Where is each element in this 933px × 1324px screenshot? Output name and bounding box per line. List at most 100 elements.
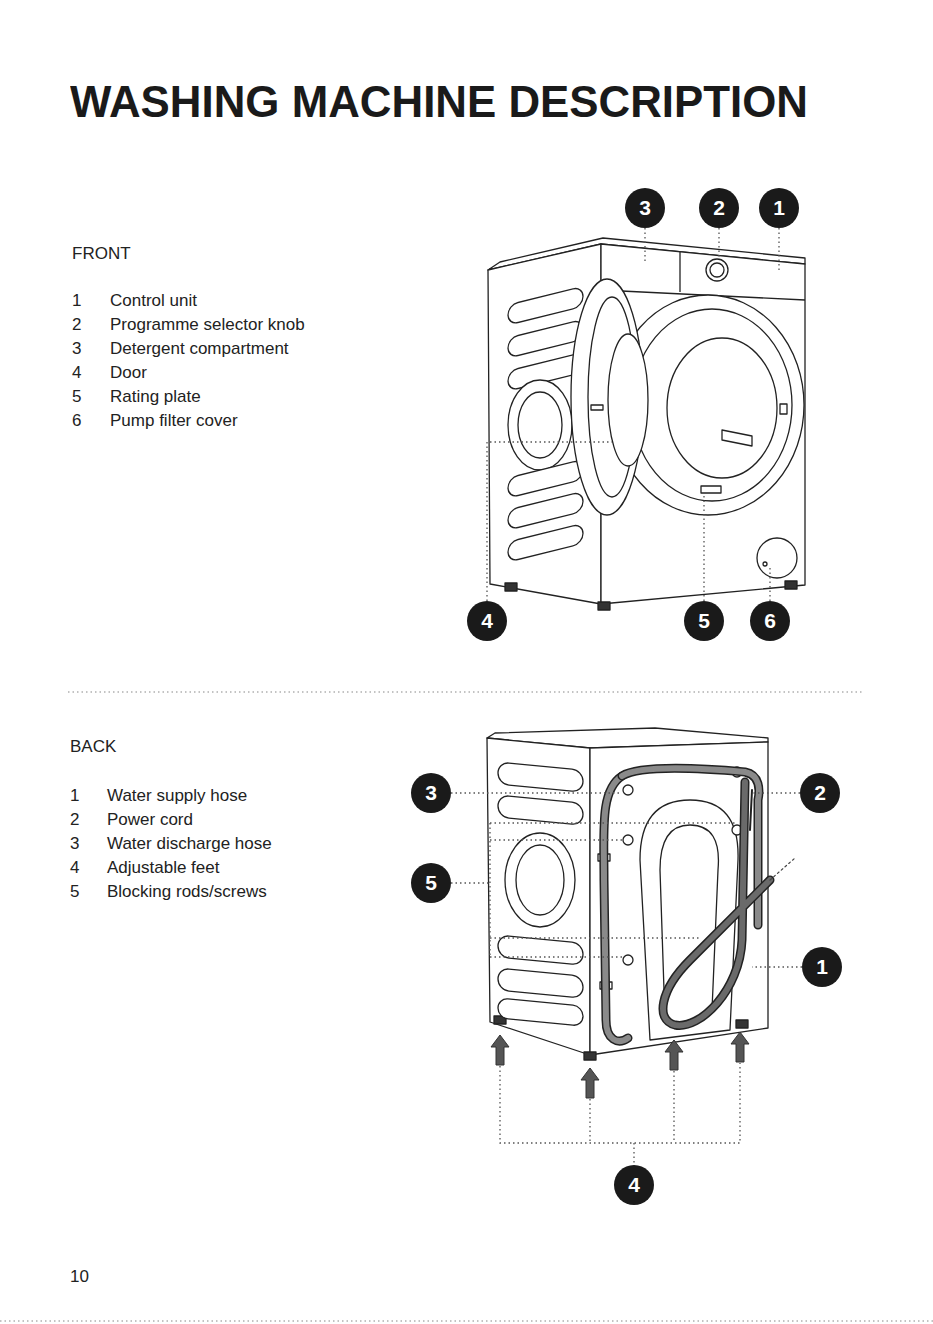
leader-line xyxy=(490,839,623,840)
part-name: Detergent compartment xyxy=(110,339,289,359)
machine-front xyxy=(601,244,805,604)
door-handle xyxy=(591,405,603,410)
leader-line xyxy=(500,1063,740,1143)
detergent-drawer xyxy=(679,252,680,292)
callout-circle xyxy=(684,601,724,641)
leader-line xyxy=(490,822,737,823)
callout-number-text: 5 xyxy=(684,601,724,641)
list-number: 2 xyxy=(70,810,79,830)
callout-number-text: 1 xyxy=(759,188,799,228)
leader-line xyxy=(769,565,770,601)
supply-hose xyxy=(663,782,770,1025)
foot xyxy=(505,583,517,591)
filter-cover-notch xyxy=(763,562,767,566)
callout-circle xyxy=(625,188,665,228)
list-number: 4 xyxy=(72,363,81,383)
page-title: WASHING MACHINE DESCRIPTION xyxy=(70,80,808,124)
back-panel xyxy=(640,800,738,1040)
foot xyxy=(785,581,797,589)
list-number: 5 xyxy=(70,882,79,902)
part-name: Door xyxy=(110,363,147,383)
part-name: Blocking rods/screws xyxy=(107,882,267,902)
callout-number-text: 4 xyxy=(614,1165,654,1205)
side-rib xyxy=(508,319,583,358)
page-edge xyxy=(0,1320,933,1321)
door-glass xyxy=(608,334,648,466)
callout-circle xyxy=(411,863,451,903)
part-name: Pump filter cover xyxy=(110,411,238,431)
callout-circle xyxy=(411,773,451,813)
side-rib xyxy=(498,762,583,792)
leader-line xyxy=(489,823,490,957)
power-cord xyxy=(750,790,752,830)
leader-line xyxy=(673,1071,674,1143)
drum-rim xyxy=(632,309,792,501)
leader-line xyxy=(451,882,490,883)
supply-hose-end xyxy=(770,858,795,880)
part-name: Water discharge hose xyxy=(107,834,272,854)
side-bulge xyxy=(505,833,575,927)
side-rib xyxy=(508,459,583,498)
part-name: Water supply hose xyxy=(107,786,247,806)
callout-number-text: 2 xyxy=(800,773,840,813)
side-rib xyxy=(498,795,583,825)
list-number: 1 xyxy=(70,786,79,806)
foot xyxy=(736,1020,748,1028)
leader-line xyxy=(490,937,700,938)
leader-line xyxy=(778,228,779,270)
list-number: 1 xyxy=(72,291,81,311)
side-rib xyxy=(508,523,583,562)
leader-line xyxy=(589,1099,590,1143)
drum-paddle xyxy=(722,430,752,446)
callout-circle xyxy=(750,601,790,641)
selector-knob xyxy=(706,259,728,281)
blocking-screw xyxy=(623,955,633,965)
callout-number-text: 6 xyxy=(750,601,790,641)
list-number: 4 xyxy=(70,858,79,878)
callout-number: 4 xyxy=(614,1165,654,1205)
leader-line xyxy=(451,792,620,793)
side-bulge xyxy=(508,380,572,470)
callout-circle xyxy=(802,947,842,987)
callout-number: 6 xyxy=(750,601,790,641)
callout-number: 3 xyxy=(625,188,665,228)
side-rib xyxy=(498,935,583,965)
leader-line xyxy=(752,966,802,967)
callout-number-text: 4 xyxy=(467,601,507,641)
foot-arrow xyxy=(665,1040,683,1070)
callout-circle xyxy=(759,188,799,228)
selector-knob-inner xyxy=(710,263,724,277)
callout-circle xyxy=(614,1165,654,1205)
section-heading: FRONT xyxy=(72,244,131,264)
part-name: Programme selector knob xyxy=(110,315,305,335)
page-number: 10 xyxy=(70,1267,89,1287)
blocking-screw xyxy=(623,835,633,845)
side-rib xyxy=(508,286,583,325)
side-rib xyxy=(498,968,583,998)
list-number: 3 xyxy=(72,339,81,359)
callout-number-text: 1 xyxy=(802,947,842,987)
side-bulge-inner xyxy=(516,845,564,915)
foot-arrow xyxy=(581,1068,599,1098)
section-heading: BACK xyxy=(70,737,116,757)
callout-circle xyxy=(800,773,840,813)
callout-number-text: 3 xyxy=(625,188,665,228)
side-rib xyxy=(508,491,583,530)
callout-number: 5 xyxy=(684,601,724,641)
rating-plate xyxy=(701,486,721,493)
part-name: Power cord xyxy=(107,810,193,830)
list-number: 2 xyxy=(72,315,81,335)
callout-number-text: 3 xyxy=(411,773,451,813)
callout-number: 4 xyxy=(467,601,507,641)
leader-line xyxy=(490,956,623,957)
machine-side xyxy=(487,738,590,1055)
leader-line xyxy=(633,1143,634,1165)
foot xyxy=(584,1052,596,1060)
part-name: Control unit xyxy=(110,291,197,311)
list-number: 6 xyxy=(72,411,81,431)
foot-arrow xyxy=(491,1035,509,1065)
leader-line xyxy=(718,228,719,258)
callout-number: 2 xyxy=(699,188,739,228)
callout-number: 1 xyxy=(759,188,799,228)
callout-number: 5 xyxy=(411,863,451,903)
